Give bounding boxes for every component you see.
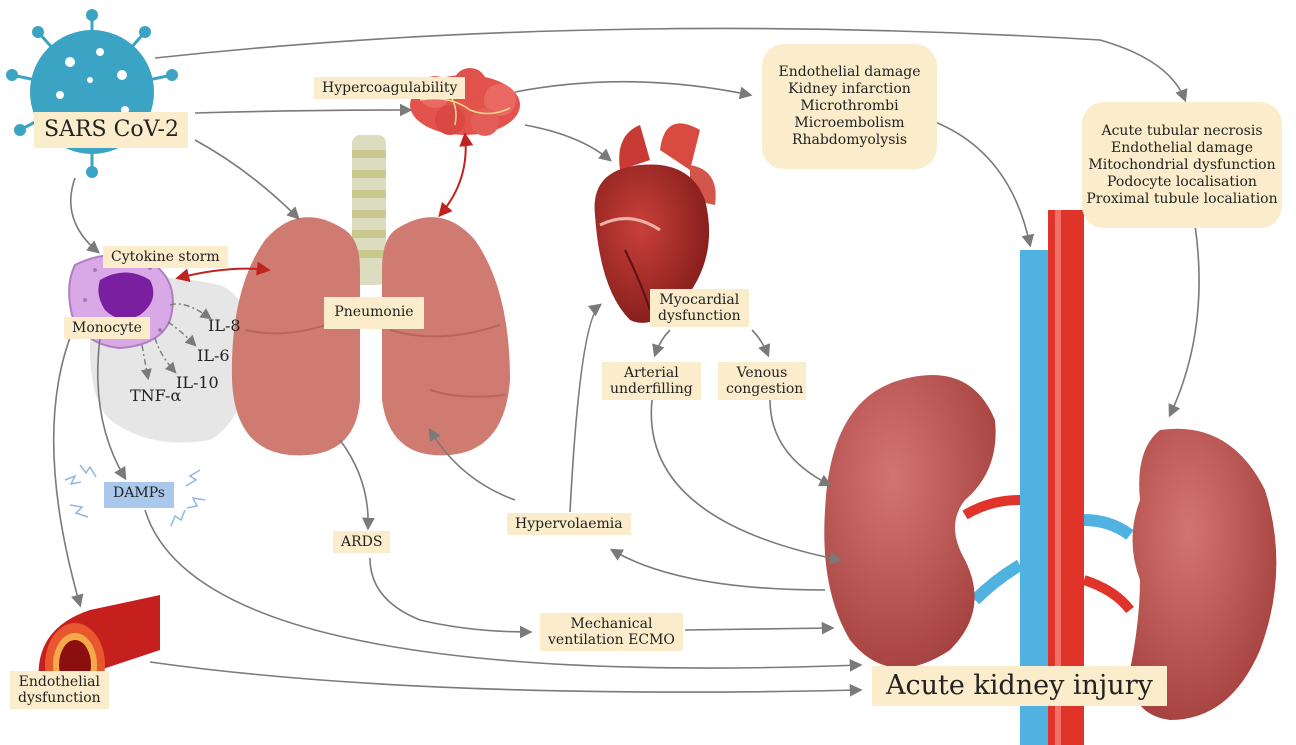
- hypercoagulability-label: Hypercoagulability: [314, 77, 465, 99]
- cytokine-storm-label: Cytokine storm: [103, 246, 228, 268]
- endothelial-dysfunction-label: Endothelial dysfunction: [10, 671, 109, 709]
- tnf-alpha-label: TNF-α: [130, 386, 181, 405]
- sars-cov-2-label: SARS CoV-2: [34, 112, 188, 148]
- ards-label: ARDS: [333, 531, 390, 553]
- hypervolaemia-label: Hypervolaemia: [507, 513, 631, 535]
- il10-label: IL-10: [176, 373, 219, 392]
- vascular-effects-list: Endothelial damage Kidney infarction Mic…: [762, 44, 937, 169]
- renal-effects-list: Acute tubular necrosis Endothelial damag…: [1082, 102, 1282, 228]
- mechanical-ventilation-label: Mechanical ventilation ECMO: [540, 613, 683, 651]
- aorta-vena-cava: [965, 210, 1130, 745]
- monocyte-label: Monocyte: [64, 317, 150, 339]
- lungs-icon: [232, 135, 510, 455]
- acute-kidney-injury-label: Acute kidney injury: [872, 666, 1167, 706]
- virus-icon: [6, 9, 178, 178]
- pneumonie-label: Pneumonie: [324, 297, 424, 329]
- il6-label: IL-6: [197, 346, 230, 365]
- il8-label: IL-8: [208, 316, 241, 335]
- venous-congestion-label: Venous congestion: [718, 362, 806, 400]
- myocardial-dysfunction-label: Myocardial dysfunction: [650, 289, 749, 327]
- damps-label: DAMPs: [104, 482, 174, 508]
- arterial-underfilling-label: Arterial underfilling: [602, 362, 701, 400]
